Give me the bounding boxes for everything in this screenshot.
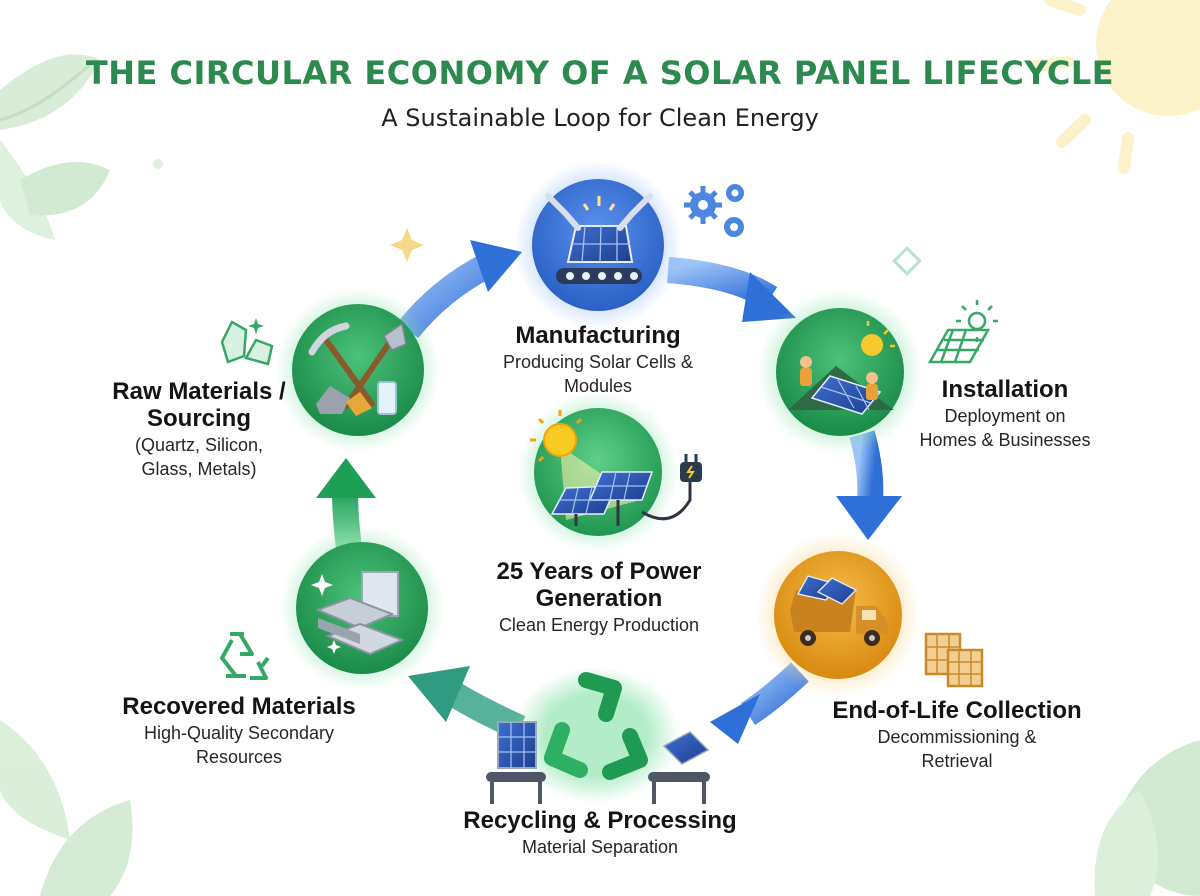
- recycle-small-icon: [220, 632, 270, 680]
- stage-title: 25 Years of Power: [496, 558, 702, 585]
- stage-desc-line: Decommissioning &: [877, 727, 1037, 747]
- crystals-icon: [220, 318, 274, 366]
- installation-node: [758, 290, 922, 454]
- arrow-raw-to-manufacturing: [397, 240, 522, 339]
- gears-icon: [684, 184, 744, 237]
- workers-roof-panels-icon: [788, 321, 895, 415]
- stage-desc-line: Glass, Metals): [141, 459, 257, 479]
- label-collection: End-of-Life Collection Decommissioning &…: [812, 697, 1102, 772]
- stage-desc-line: Producing Solar Cells &: [502, 352, 694, 372]
- label-raw: Raw Materials / Sourcing (Quartz, Silico…: [86, 378, 312, 480]
- pickaxe-shovel-icon: [308, 322, 407, 416]
- stage-title: Manufacturing: [515, 322, 681, 349]
- house-panels-icon: [927, 300, 998, 364]
- stage-desc-line: High-Quality Secondary: [143, 723, 335, 743]
- stage-title: Installation: [941, 376, 1069, 403]
- stage-desc-line: Retrieval: [921, 751, 993, 771]
- stage-title: Recovered Materials: [122, 693, 356, 720]
- stage-desc-line: Resources: [195, 747, 283, 767]
- page-subtitle: A Sustainable Loop for Clean Energy: [381, 104, 819, 132]
- stage-desc-line: Modules: [563, 376, 633, 396]
- leaf-decoration-bottom-right-icon: [1094, 740, 1200, 896]
- leaf-decoration-top-left-icon: [0, 54, 110, 240]
- stage-desc-line: Homes & Businesses: [919, 430, 1091, 450]
- label-installation: Installation Deployment on Homes & Busin…: [900, 376, 1110, 451]
- sun-panels-plug-icon: [530, 410, 702, 526]
- recycle-conveyor-icon: [486, 672, 710, 804]
- arrow-recycling-to-recovered: [408, 666, 526, 740]
- label-recovered: Recovered Materials High-Quality Seconda…: [104, 693, 374, 768]
- stage-desc-line: Material Separation: [521, 837, 679, 857]
- stage-desc-line: Deployment on: [944, 406, 1066, 426]
- diamond-outline-icon: [892, 246, 922, 276]
- leaf-decoration-bottom-left-icon: [0, 720, 133, 896]
- stage-title: Raw Materials /: [112, 378, 286, 405]
- sun-decoration-icon: [1030, 0, 1200, 174]
- recycling-node: [486, 667, 710, 804]
- solar-tiles-icon: [924, 632, 984, 688]
- label-recycling: Recycling & Processing Material Separati…: [440, 807, 760, 858]
- label-manufacturing: Manufacturing Producing Solar Cells & Mo…: [470, 322, 726, 397]
- collection-node: [756, 533, 920, 697]
- sparkle-icon: [390, 228, 424, 262]
- page-title: THE CIRCULAR ECONOMY OF A SOLAR PANEL LI…: [85, 54, 1115, 92]
- stage-desc-line: Clean Energy Production: [498, 615, 700, 635]
- stage-title: End-of-Life Collection: [832, 697, 1082, 724]
- arrow-manufacturing-to-installation: [666, 257, 796, 322]
- manufacturing-node: [514, 161, 682, 329]
- label-center: 25 Years of Power Generation Clean Energ…: [470, 558, 728, 636]
- recovered-node: [280, 526, 444, 690]
- stage-title: Generation: [535, 585, 663, 612]
- arrow-collection-to-recycling: [710, 662, 809, 744]
- dump-truck-panels-icon: [790, 575, 888, 646]
- metal-ingots-icon: [311, 571, 405, 656]
- stage-desc-line: (Quartz, Silicon,: [134, 435, 264, 455]
- stage-title: Sourcing: [146, 405, 251, 432]
- robot-arm-solar-panel-icon: [545, 193, 653, 284]
- stage-title: Recycling & Processing: [463, 807, 737, 834]
- center-node: [518, 392, 702, 552]
- raw-node: [276, 288, 440, 452]
